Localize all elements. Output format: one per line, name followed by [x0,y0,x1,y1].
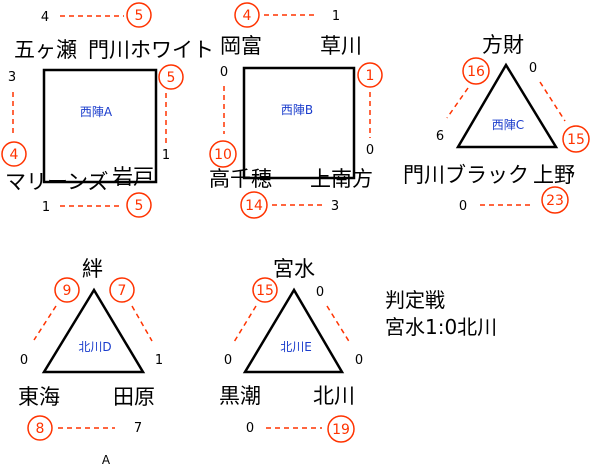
score-e-left-bottom: 0 [224,353,232,368]
group-e: 北川E 宮水 北川 黒潮 15 0 0 0 0 19 [219,257,363,443]
circle-b-right-top [357,62,383,88]
group-a-square [42,68,158,184]
team-kadokawa-black: 門川ブラック [403,163,529,187]
circle-c-bottom-right [541,186,569,214]
group-c: 西陣C 方財 上野 門川ブラック 16 6 0 15 0 23 [403,33,590,214]
score-c-bottom-left: 0 [459,199,467,214]
team-iwato: 岩戸 [112,165,154,189]
team-mariners: マリーンズ [5,170,109,194]
score-e-right-bottom: 0 [355,353,363,368]
score-b-left-bottom: 10 [214,147,232,163]
score-e-right-top: 0 [316,285,324,300]
dash-c-right [539,81,566,122]
dash-c-left [446,87,469,119]
circle-c-left-top [462,57,490,85]
circle-b-bottom-left [240,191,268,219]
circle-e-bottom-right [327,415,355,443]
group-e-label: 北川E [280,340,312,354]
team-hozai: 方財 [482,33,524,57]
team-kizuna: 絆 [82,257,103,281]
score-b-bottom-left: 14 [245,198,263,214]
score-a-top-right: 5 [135,8,144,24]
circle-a-bottom-right [126,192,152,218]
score-b-left-top: 0 [220,65,228,80]
team-takachiho: 高千穂 [209,167,272,191]
circle-d-bottom-left [27,415,53,441]
group-d-label: 北川D [78,340,111,354]
team-kuroshio: 黒潮 [219,384,261,408]
team-kadokawa-white: 門川ホワイト [88,38,214,62]
circle-a-top-right [126,2,152,28]
team-kitagawa: 北川 [313,384,355,408]
score-c-left-bottom: 6 [436,129,444,144]
score-a-left-top: 3 [8,70,16,85]
circle-d-right-top [109,277,135,303]
score-d-left-top: 9 [63,283,72,299]
score-a-right-top: 5 [167,70,176,86]
score-b-top-right: 1 [332,9,340,24]
team-gokase: 五ヶ瀬 [14,38,77,62]
score-e-left-top: 15 [256,283,274,299]
score-d-bottom-left: 8 [36,421,45,437]
score-b-right-bottom: 0 [366,143,374,158]
score-d-right-bottom: 1 [155,353,163,368]
team-ueno: 上野 [533,163,575,187]
score-e-bottom-left: 0 [246,421,254,436]
score-a-left-bottom: 4 [10,147,19,163]
score-c-bottom-right: 23 [546,193,564,209]
score-b-bottom-right: 3 [331,199,339,214]
team-kaminamikata: 上南方 [310,167,373,191]
dash-e-left [233,305,257,343]
judgement-block: 判定戦 宮水1:0北川 [385,288,497,339]
group-b: 西陣B 岡富 草川 上南方 高千穂 4 1 1 0 14 3 0 10 [209,2,383,219]
score-c-left-top: 16 [467,64,485,80]
score-b-right-top: 1 [366,68,375,84]
group-c-label: 西陣C [492,118,524,132]
score-b-top-left: 4 [243,8,252,24]
circle-a-right-top [158,64,184,90]
circle-b-left-bottom [209,140,237,168]
group-a-label: 西陣A [80,105,113,119]
circle-c-right-bottom [562,125,590,153]
group-e-triangle [242,287,345,374]
score-a-top-left: 4 [41,10,49,25]
team-miyamizu: 宮水 [273,257,315,281]
judgement-title: 判定戦 [385,288,445,312]
circle-e-left-top [252,277,278,303]
group-b-label: 西陣B [281,103,313,117]
team-kusakawa: 草川 [320,34,362,58]
score-a-bottom-right: 5 [135,198,144,214]
score-e-bottom-right: 19 [332,422,350,438]
dash-e-right [326,305,351,344]
team-okatomi: 岡富 [220,34,262,58]
circle-a-left-bottom [1,141,27,167]
score-c-right-top: 0 [529,61,537,76]
score-a-right-bottom: 1 [162,148,170,163]
group-b-square [242,66,356,180]
score-c-right-bottom: 15 [567,132,585,148]
score-d-left-bottom: 0 [20,353,28,368]
score-d-bottom-right: 7 [134,421,142,436]
score-a-bottom-left: 1 [42,200,50,215]
dash-d-left [33,305,57,341]
circle-b-top-left [234,2,260,28]
group-d-triangle [41,287,146,374]
group-c-triangle [455,62,559,149]
judgement-result: 宮水1:0北川 [385,315,497,339]
score-d-right-top: 7 [118,283,127,299]
group-d: 北川D 絆 田原 東海 9 0 7 1 8 7 [18,257,163,441]
group-a: 西陣A 五ヶ瀬 門川ホワイト 岩戸 マリーンズ 4 5 5 1 1 5 3 4 [1,2,214,218]
team-tabaru: 田原 [113,385,155,409]
footnote-letter: A [102,453,111,467]
team-tokai: 東海 [18,385,60,409]
dash-d-right [131,305,153,342]
circle-d-left-top [54,277,80,303]
